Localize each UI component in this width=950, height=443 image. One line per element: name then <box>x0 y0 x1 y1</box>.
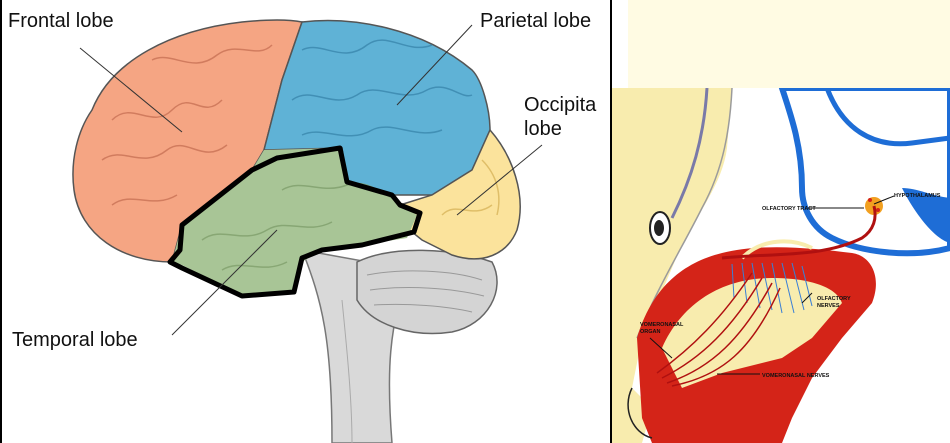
frontal-lobe-label: Frontal lobe <box>8 9 114 33</box>
parietal-lobe-label: Parietal lobe <box>480 9 591 33</box>
temporal-lobe-label: Temporal lobe <box>12 328 138 352</box>
hypothalamus-label: HYPOTHALAMUS <box>894 193 941 199</box>
olfactory-diagram-panel: OLFACTORY TRACT HYPOTHALAMUS OLFACTORY N… <box>612 88 950 443</box>
occipital-lobe-label-line2: lobe <box>524 117 562 141</box>
olfactory-tract-label: OLFACTORY TRACT <box>762 206 816 212</box>
olfactory-nerves-label-line1: OLFACTORY <box>817 296 851 302</box>
vomeronasal-nerves-label: VOMERONASAL NERVES <box>762 373 830 379</box>
olfactory-nerves-label-line2: NERVES <box>817 303 840 309</box>
brain-diagram-panel: Frontal lobe Parietal lobe Occipita lobe… <box>0 0 612 443</box>
head-cross-section-illustration: OLFACTORY TRACT HYPOTHALAMUS OLFACTORY N… <box>612 88 950 443</box>
occipital-lobe-label-line1: Occipita <box>524 93 596 117</box>
brain-illustration <box>2 0 610 443</box>
vomeronasal-organ-label-line2: ORGAN <box>640 329 661 335</box>
vomeronasal-organ-label-line1: VOMERONASAL <box>640 322 684 328</box>
sticky-note <box>628 0 950 88</box>
